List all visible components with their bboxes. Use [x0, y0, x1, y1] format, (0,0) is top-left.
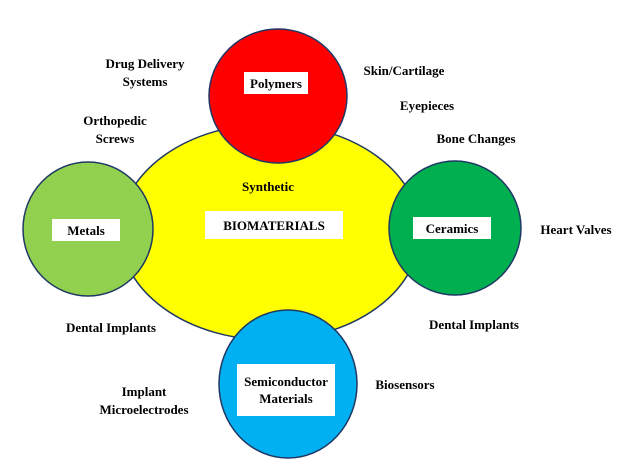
eyepieces-label: Eyepieces	[399, 98, 455, 113]
semiconductor-line1: Semiconductor	[244, 374, 328, 389]
dental-implants-left-label: Dental Implants	[66, 320, 156, 335]
skin-cartilage-label: Skin/Cartilage	[363, 63, 445, 78]
drug-delivery-label: Drug Delivery Systems	[90, 55, 200, 91]
ceramics-label: Ceramics	[413, 217, 491, 239]
biomaterials-title: BIOMATERIALS	[205, 211, 343, 239]
orthopedic-line2: Screws	[95, 131, 135, 146]
implant-microelectrodes-label: Implant Microelectrodes	[84, 383, 204, 419]
heart-valves-label: Heart Valves	[540, 222, 612, 237]
polymers-circle	[208, 28, 348, 164]
bone-changes-label: Bone Changes	[436, 131, 516, 146]
drug-delivery-line2: Systems	[122, 74, 168, 89]
polymers-label: Polymers	[244, 72, 308, 94]
metals-label: Metals	[52, 219, 120, 241]
drug-delivery-line1: Drug Delivery	[105, 56, 185, 71]
semiconductor-label: Semiconductor Materials	[237, 364, 335, 416]
semiconductor-line2: Materials	[259, 391, 313, 406]
biosensors-label: Biosensors	[375, 377, 435, 392]
orthopedic-line1: Orthopedic	[83, 113, 147, 128]
implant-line1: Implant	[121, 384, 167, 399]
dental-implants-right-label: Dental Implants	[429, 317, 519, 332]
synthetic-label: Synthetic	[242, 179, 294, 194]
implant-line2: Microelectrodes	[99, 402, 189, 417]
orthopedic-label: Orthopedic Screws	[65, 112, 165, 148]
